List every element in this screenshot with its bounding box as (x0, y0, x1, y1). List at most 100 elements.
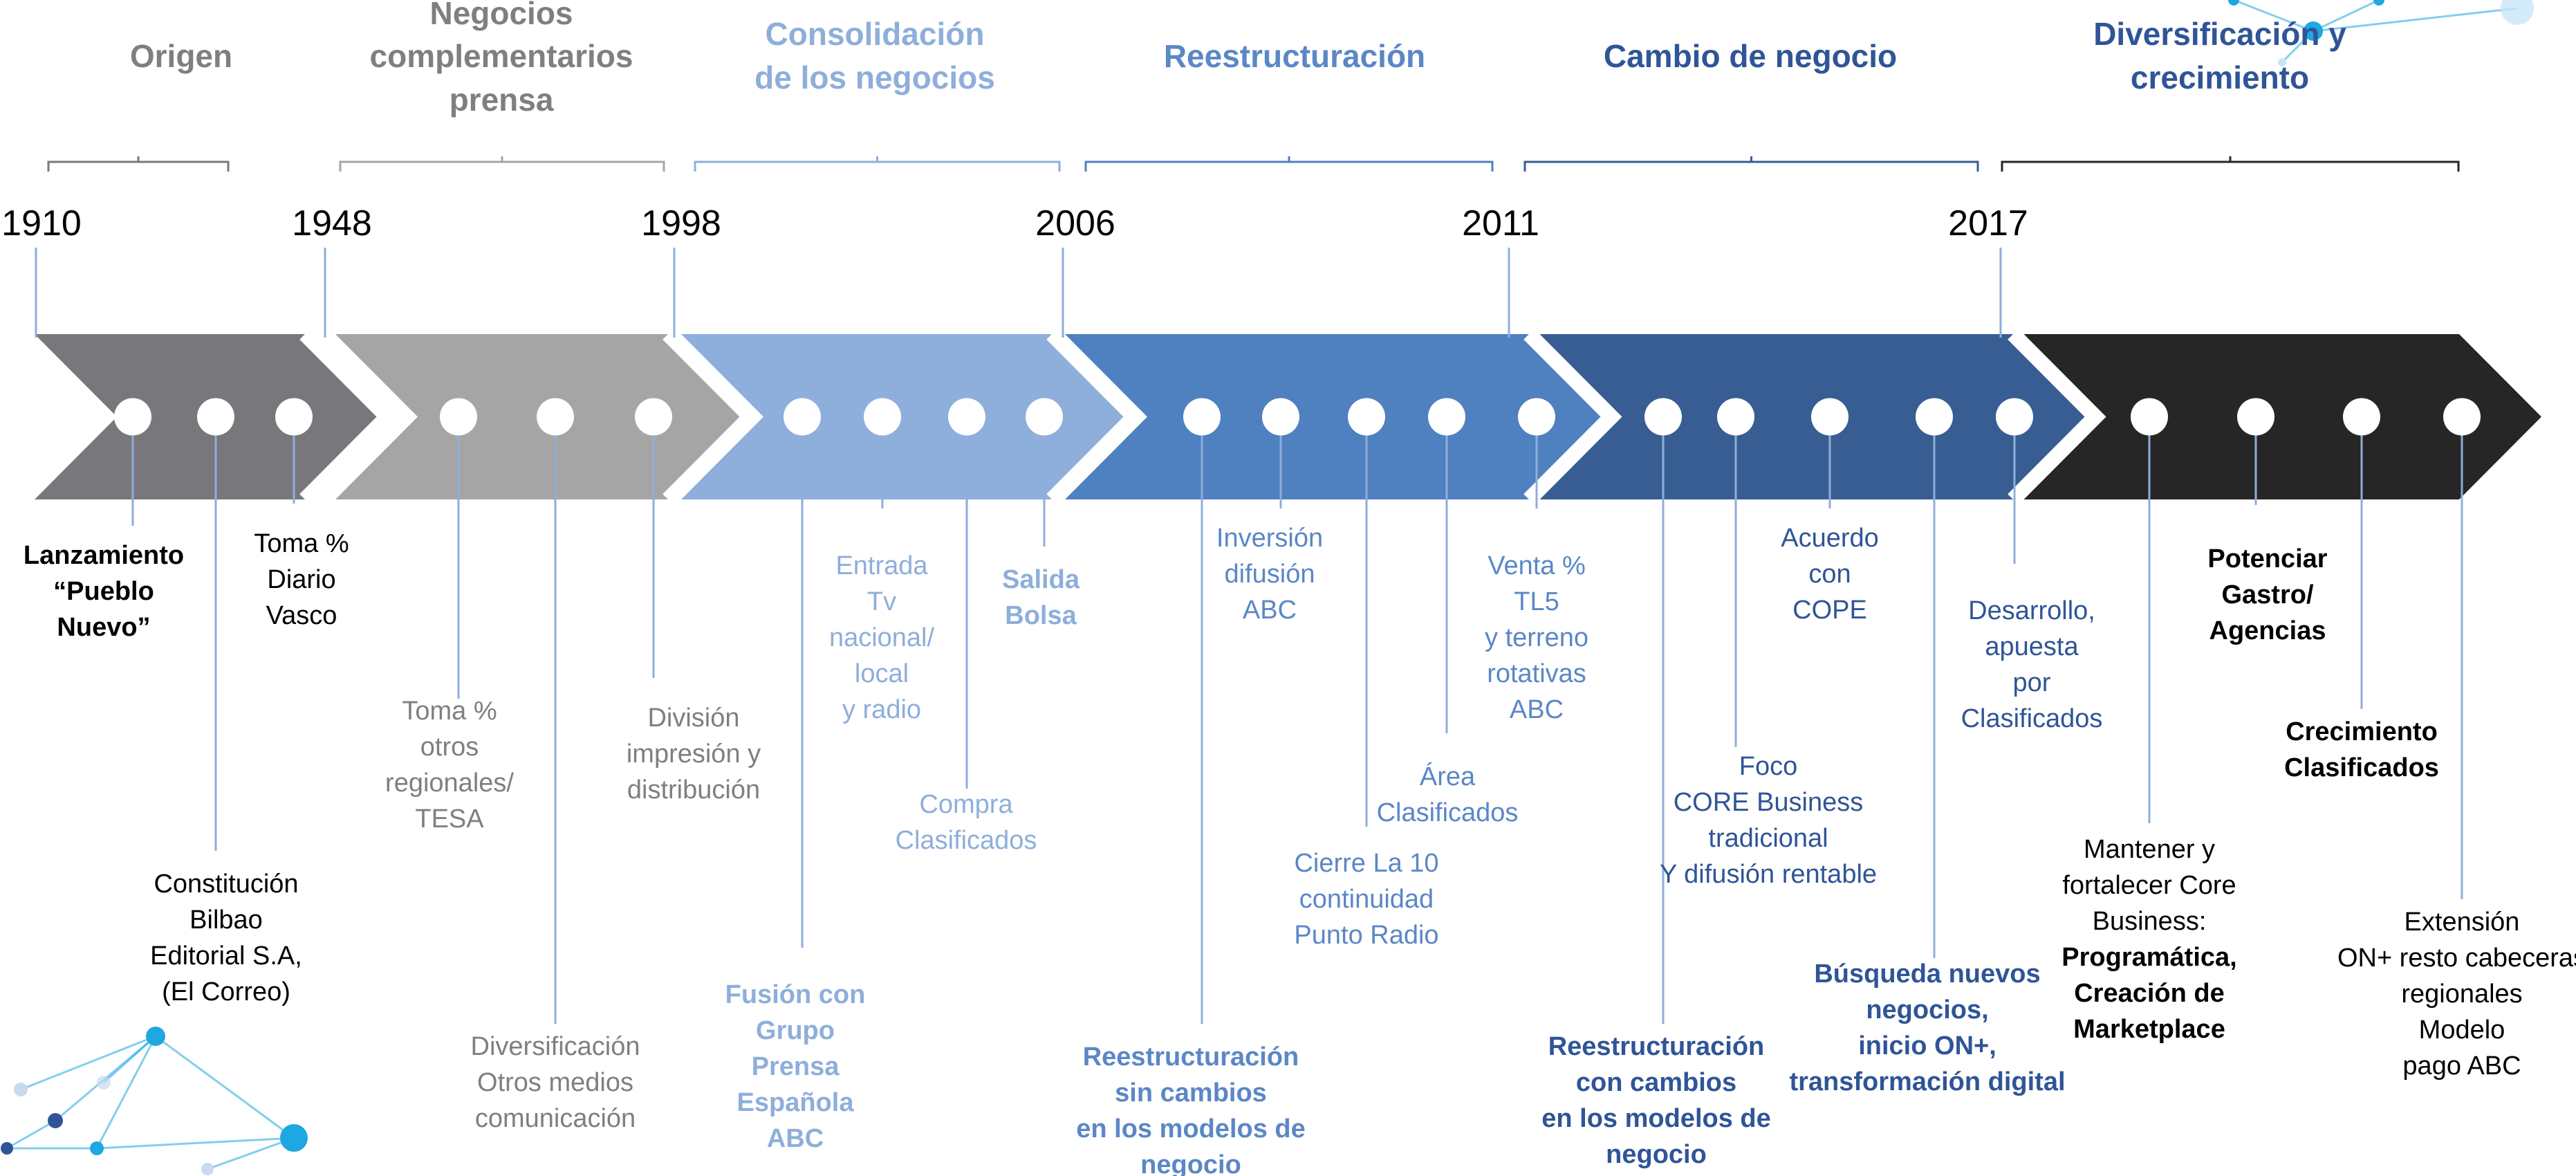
milestone-line: negocios, (1866, 995, 1988, 1025)
milestone-line: Business: (2093, 907, 2207, 936)
milestone-line: inicio ON+, (1858, 1031, 1996, 1060)
year-label: 2011 (1462, 203, 1539, 244)
milestone-line: Toma % (402, 697, 497, 726)
network-node (14, 1083, 28, 1096)
milestone-line: Tv (867, 587, 896, 616)
phase-bracket (339, 156, 665, 172)
phase-bracket (2001, 156, 2460, 172)
milestone-line: fortalecer Core (2062, 871, 2236, 900)
network-bottom-left (1, 1027, 308, 1175)
milestone-line: Nuevo” (57, 613, 150, 642)
phase-bracket (1084, 156, 1494, 172)
milestone-line: Constitución (154, 870, 298, 899)
milestone-line: Modelo (2419, 1016, 2505, 1045)
network-edge (95, 1036, 157, 1149)
milestone-line: ON+ resto cabeceras (2337, 944, 2576, 973)
milestone-line: comunicación (475, 1104, 636, 1133)
milestone-line: Fusión con (725, 980, 866, 1009)
network-node (201, 1163, 214, 1175)
year-label: 1998 (641, 203, 721, 244)
network-node (48, 1113, 63, 1128)
year-label: 1948 (292, 203, 372, 244)
milestone-line: en los modelos de (1541, 1104, 1771, 1133)
milestone-line: local (855, 659, 909, 688)
milestone-line: Reestructuración (1083, 1042, 1299, 1072)
milestone-line: Acuerdo (1781, 524, 1879, 553)
phase-title-line: prensa (450, 82, 554, 118)
milestone-line: y radio (842, 695, 921, 724)
phase-brackets (47, 156, 2460, 172)
network-node (1, 1142, 13, 1155)
milestone-line: pago ABC (2402, 1051, 2521, 1081)
milestone-line: con (1808, 560, 1851, 589)
milestone-line: Prensa (752, 1052, 840, 1081)
milestone-line: y terreno (1485, 623, 1588, 652)
milestone-line: (El Correo) (162, 977, 290, 1007)
milestone-line: Bolsa (1005, 601, 1077, 630)
chevron-separator (299, 329, 398, 505)
milestone-line: ABC (767, 1124, 824, 1153)
milestone-line: Grupo (756, 1016, 835, 1045)
phase-title-line: Consolidación (766, 16, 985, 52)
milestone-line: negocio (1606, 1140, 1707, 1169)
milestone-line: ABC (1243, 596, 1297, 625)
milestone-line: Potenciar (2207, 544, 2327, 573)
milestone-label: Búsqueda nuevos negocios, inicio ON+, trans… (1789, 959, 2065, 1096)
milestone-line: Clasificados (1377, 798, 1519, 827)
network-edge (2233, 0, 2314, 33)
milestone-line: transformación digital (1789, 1067, 2065, 1096)
milestone-line: tradicional (1708, 824, 1828, 853)
milestone-line: sin cambios (1115, 1078, 1267, 1108)
milestone-dot (864, 398, 901, 436)
milestone-dot (2237, 398, 2274, 436)
milestone-line: Búsqueda nuevos (1814, 959, 2040, 989)
milestone-dot (537, 398, 574, 436)
milestone-line: distribución (627, 775, 760, 805)
milestone-line: COPE (1792, 596, 1867, 625)
milestone-dot (2343, 398, 2380, 436)
milestone-line: Y difusión rentable (1660, 860, 1877, 889)
phase-title-line: Negocios (429, 0, 573, 31)
milestone-line: Diario (267, 565, 335, 594)
milestone-dot (1262, 398, 1299, 436)
chevron-phase-3 (681, 334, 1134, 499)
milestone-dot (440, 398, 477, 436)
milestone-dot (635, 398, 672, 436)
milestone-line: Entrada (835, 551, 928, 580)
milestone-dot (197, 398, 234, 436)
milestone-line: Punto Radio (1294, 921, 1438, 950)
network-edge (2313, 7, 2518, 33)
network-top-right (2228, 0, 2534, 66)
milestone-line: Compra (919, 790, 1013, 819)
milestone-line: Editorial S.A, (150, 941, 302, 971)
network-node (146, 1027, 165, 1046)
milestone-dot (1811, 398, 1848, 436)
milestone-line: TL5 (1514, 587, 1559, 616)
milestone-line: CORE Business (1674, 788, 1864, 817)
milestone-line: División (647, 704, 739, 733)
milestone-line: nacional/ (829, 623, 935, 652)
milestone-line: por (2013, 668, 2051, 697)
milestone-line: regionales/ (385, 769, 514, 798)
network-node (90, 1141, 104, 1155)
milestone-dot (114, 398, 151, 436)
chevron-separator (662, 329, 761, 505)
phase-title: Origen (130, 38, 232, 74)
milestone-line: Agencias (2209, 616, 2326, 645)
milestone-dot (1644, 398, 1682, 436)
